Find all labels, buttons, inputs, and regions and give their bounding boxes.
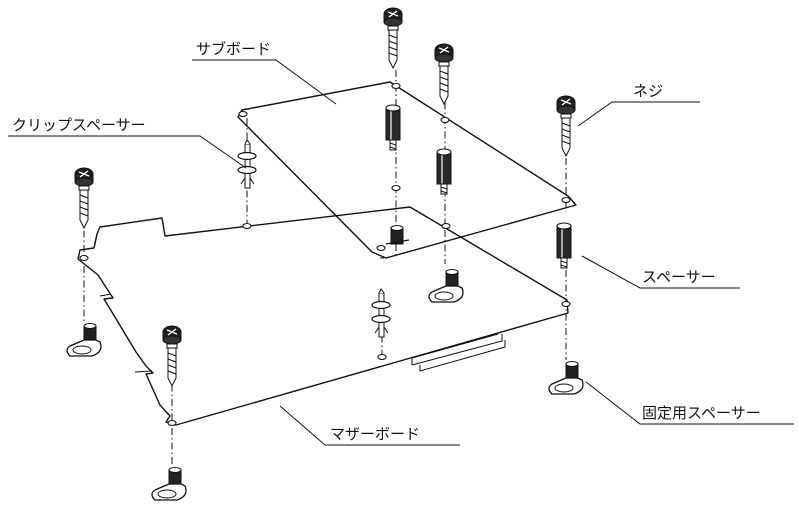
label-screw: ネジ	[633, 82, 663, 100]
mounting-holes	[79, 82, 571, 427]
leader-lines	[8, 59, 794, 446]
label-fixing-spacer: 固定用スペーサー	[642, 404, 761, 422]
fixing-spacer-icon	[66, 322, 102, 357]
screw-icon	[434, 43, 454, 105]
screw-icon	[383, 7, 403, 69]
clip-spacer-icon	[371, 288, 391, 338]
hex-spacer-icon	[556, 222, 572, 269]
label-clip-spacer: クリップスペーサー	[12, 116, 146, 134]
screw-icon	[556, 95, 576, 157]
mother-board	[77, 206, 569, 426]
label-sub-board: サブボード	[196, 40, 271, 58]
hex-spacer-icon	[385, 104, 401, 151]
fixing-spacer-icon	[548, 360, 584, 395]
standoff-post-icon	[385, 225, 410, 245]
label-spacer: スペーサー	[642, 268, 716, 286]
sub-board	[237, 81, 577, 259]
label-mother-board: マザーボード	[330, 425, 420, 443]
fixing-spacer-icon	[428, 268, 464, 303]
fixing-spacer-icon	[151, 466, 187, 501]
alignment-lines	[83, 70, 567, 466]
screw-icon	[162, 325, 182, 387]
screw-icon	[74, 167, 94, 229]
hex-spacer-icon	[436, 148, 452, 195]
